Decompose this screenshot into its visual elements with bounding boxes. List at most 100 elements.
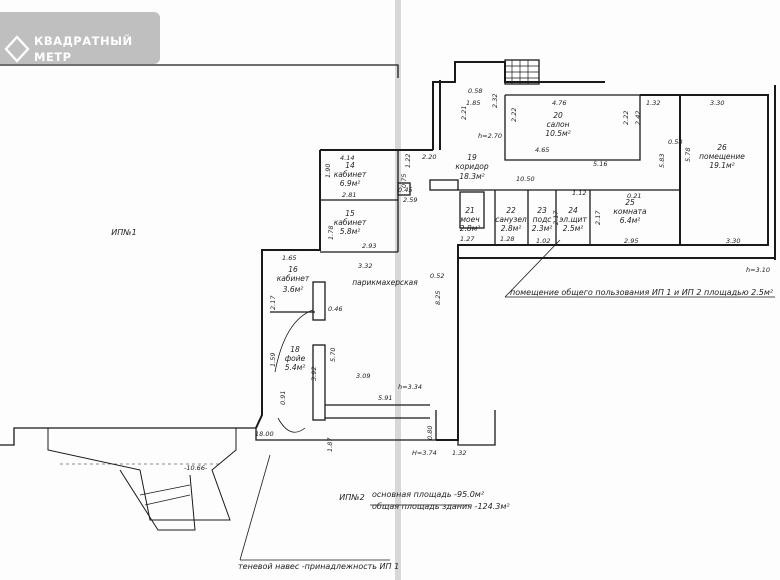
room-26-area: 19.1м²: [709, 161, 734, 170]
room-15-name: кабинет: [334, 218, 367, 227]
room-25-name: комната: [613, 207, 647, 216]
room-19-name: коридор: [455, 162, 489, 171]
room-18-id: 18: [290, 345, 300, 354]
room-23-id: 23: [537, 206, 547, 215]
room-labels: 14 кабинет 6.9м² 15 кабинет 5.8м² 16 каб…: [111, 111, 745, 502]
dim-825: 8.25: [434, 291, 442, 305]
dim-058: 0.58: [468, 87, 482, 95]
dim-187: 1.87: [326, 437, 334, 452]
room-19-area: 18.3м²: [459, 172, 484, 181]
dim-392: 3.92: [310, 367, 318, 381]
walls: [0, 59, 776, 561]
room-20-name: салон: [546, 120, 569, 129]
dim-476: 4.76: [552, 99, 566, 107]
dim-127: 1.27: [460, 235, 475, 243]
dim-330a: 3.30: [710, 99, 724, 107]
dim-309: 3.09: [356, 372, 370, 380]
dim-1800: 18.00: [255, 430, 274, 438]
room-26-name: помещение: [699, 152, 745, 161]
logo-text: КВАДРАТНЫЙ МЕТР: [34, 33, 133, 65]
dim-591: 5.91: [378, 394, 392, 402]
room-22-area: 2.8м²: [501, 224, 522, 233]
dim-217b: 2.17: [594, 210, 602, 225]
dim-128: 1.28: [500, 235, 514, 243]
dim-165: 1.65: [282, 254, 296, 262]
room-20-id: 20: [553, 111, 563, 120]
room-24-name: эл.щит: [559, 215, 587, 224]
height-h270: h=2.70: [478, 132, 502, 140]
dim-091: 0.91: [279, 391, 287, 405]
dim-021: 0.21: [627, 192, 641, 200]
room-20-area: 10.5м²: [545, 129, 570, 138]
note-total-area: общая площадь здания -124.3м²: [372, 502, 510, 511]
tenant-ip2-label: ИП№2: [339, 493, 364, 502]
room-26-id: 26: [717, 143, 727, 152]
dim-132a: 1.32: [646, 99, 660, 107]
dim-222a: 2.22: [510, 108, 518, 122]
dim-058b: 0.58: [668, 138, 682, 146]
dim-122: 1.22: [404, 154, 412, 168]
room-23-name: подс: [533, 215, 553, 224]
room-16-id: 16: [288, 265, 298, 274]
dim-465: 4.65: [535, 146, 549, 154]
dimension-labels: 0.58 1.85 4.76 1.32 3.30 2.21 2.32 2.22 …: [184, 87, 740, 472]
dim-178: 1.78: [327, 226, 335, 240]
room-17-name: парикмахерская: [352, 278, 418, 287]
dim-220: 2.20: [422, 153, 436, 161]
dim-293: 2.93: [362, 242, 376, 250]
room-21-name: моеч: [460, 215, 480, 224]
dim-259: 2.59: [403, 196, 417, 204]
room-21-area: 2.8м²: [460, 224, 481, 233]
dim-112: 1.12: [572, 189, 586, 197]
room-16-name: кабинет: [277, 274, 310, 283]
logo-line-2: МЕТР: [34, 50, 72, 64]
note-shared-room: помещение общего пользования ИП 1 и ИП 2…: [510, 288, 774, 297]
dim-330b: 3.30: [726, 237, 740, 245]
dim-1066: -10.66-: [184, 464, 208, 472]
dim-332: 3.32: [358, 262, 372, 270]
logo-icon: [4, 35, 30, 63]
room-15-id: 15: [345, 209, 355, 218]
height-h374: H=3.74: [412, 449, 437, 457]
room-25-id: 25: [625, 198, 635, 207]
room-19-id: 19: [467, 153, 477, 162]
room-18-name: фойе: [285, 354, 306, 363]
height-labels: h=2.70 h=3.10 h=3.34 H=3.74: [398, 132, 770, 457]
dim-185: 1.85: [466, 99, 480, 107]
dim-045: 0.45: [398, 186, 412, 194]
dim-414: 4.14: [340, 154, 354, 162]
dim-075: 0.75: [400, 174, 408, 188]
tenant-ip1-label: ИП№1: [111, 228, 136, 237]
room-24-area: 2.5м²: [563, 224, 584, 233]
logo-line-1: КВАДРАТНЫЙ: [34, 34, 133, 48]
height-h310: h=3.10: [746, 266, 770, 274]
notes: помещение общего пользования ИП 1 и ИП 2…: [238, 288, 774, 571]
dim-221: 2.21: [460, 106, 468, 120]
dim-159: 1.59: [269, 353, 277, 367]
room-14-area: 6.9м²: [340, 179, 361, 188]
note-canopy: теневой навес -принадлежность ИП 1: [238, 562, 399, 571]
dim-132b: 1.32: [452, 449, 466, 457]
dim-102: 1.02: [536, 237, 550, 245]
height-h334: h=3.34: [398, 383, 422, 391]
dim-232: 2.32: [491, 94, 499, 108]
dim-217a: 2.17: [552, 210, 560, 225]
dim-281: 2.81: [342, 191, 356, 199]
dim-570: 5.70: [329, 348, 337, 362]
room-21-id: 21: [465, 206, 475, 215]
dim-190: 1.90: [324, 164, 332, 178]
dim-583: 5.83: [658, 154, 666, 168]
room-24-id: 24: [568, 206, 578, 215]
dim-516: 5.16: [593, 160, 607, 168]
note-main-area: основная площадь -95.0м²: [372, 490, 485, 499]
dim-080: 0.80: [426, 426, 434, 440]
room-18-area: 5.4м²: [285, 363, 306, 372]
dim-222b: 2.22: [622, 111, 630, 125]
room-15-area: 5.8м²: [340, 227, 361, 236]
room-14-id: 14: [345, 161, 355, 170]
dim-1050: 10.50: [516, 175, 535, 183]
dim-242: 2.42: [634, 111, 642, 125]
room-16-area: 3.6м²: [283, 285, 304, 294]
